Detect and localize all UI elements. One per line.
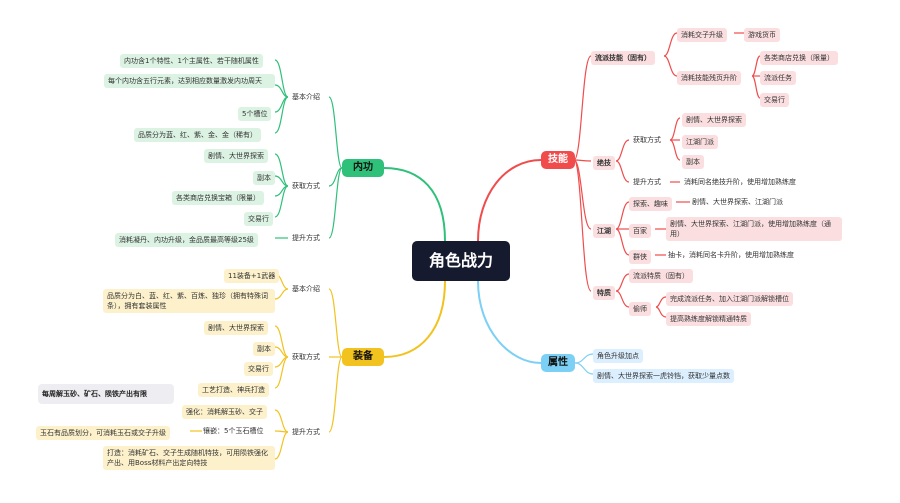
neigong-upgrade-label[interactable]: 提升方式 [292, 234, 320, 242]
neigong-basic-item-4[interactable]: 品质分为蓝、红、紫、金、金（稀有） [134, 128, 261, 142]
jineng-liupai-b[interactable]: 消耗技能残页升阶 [677, 71, 741, 85]
neigong-basic-label[interactable]: 基本介绍 [292, 93, 320, 101]
zhuangbei-basic-item-2[interactable]: 品质分为白、蓝、红、紫、百炼、独珍（拥有特殊词条），拥有套装属性 [103, 289, 275, 313]
weekly-output-note[interactable]: 每周解玉砂、矿石、陨铁产出有限 [38, 384, 174, 404]
jineng-jh-b1[interactable]: 剧情、大世界探索、江湖门派，使用增加熟练度（通用） [666, 217, 842, 241]
jineng-jh-c[interactable]: 群侠 [629, 250, 651, 264]
branch-shuxing[interactable]: 属性 [541, 354, 575, 372]
jineng-liupai[interactable]: 流派技能（固有） [591, 51, 655, 65]
neigong-upgrade-item[interactable]: 消耗凝丹、内功升级，金品质最高等级25级 [115, 233, 258, 247]
zhuangbei-upgrade-item-2[interactable]: 镶嵌：5个玉石槽位 [203, 427, 264, 435]
jineng-liupai-a[interactable]: 消耗交子升级 [677, 28, 727, 42]
link-center-neigong [383, 167, 446, 242]
jineng-liupai-b1[interactable]: 各类商店兑换（限量） [760, 51, 838, 65]
link-center-jineng [477, 159, 542, 242]
neigong-basic-item-2[interactable]: 每个内功含五行元素，达到相应数量激发内功周天 [104, 74, 275, 88]
jineng-jh-a1[interactable]: 剧情、大世界探索、江湖门派 [692, 198, 783, 206]
jineng-tx-a[interactable]: 流派特质（固有） [629, 269, 693, 283]
jineng-jh-b[interactable]: 百家 [629, 224, 651, 238]
neigong-basic-item-1[interactable]: 内功含1个特性、1个主属性、若干随机属性 [120, 54, 263, 68]
jineng-jianghu[interactable]: 江湖 [593, 224, 615, 238]
neigong-obtain-label[interactable]: 获取方式 [292, 182, 320, 190]
jineng-liupai-b2[interactable]: 流派任务 [760, 71, 796, 85]
zhuangbei-inlay-note[interactable]: 玉石有品质划分，可消耗玉石或交子升级 [36, 426, 170, 440]
zhuangbei-obtain-item-4[interactable]: 工艺打造、神兵打造 [198, 383, 269, 397]
zhuangbei-upgrade-label[interactable]: 提升方式 [292, 428, 320, 436]
jineng-jh-c1[interactable]: 抽卡，消耗同名卡升阶，使用增加熟练度 [668, 251, 794, 259]
jineng-liupai-a1[interactable]: 游戏货币 [744, 28, 780, 42]
jineng-tx-b[interactable]: 偷师 [629, 302, 651, 316]
neigong-obtain-item-4[interactable]: 交易行 [244, 212, 273, 226]
jineng-jueji-upgrade[interactable]: 提升方式 [633, 178, 661, 186]
jineng-jh-a[interactable]: 探索、趣味 [629, 197, 672, 211]
link-center-shuxing [477, 280, 542, 364]
zhuangbei-basic-label[interactable]: 基本介绍 [292, 285, 320, 293]
jineng-liupai-b3[interactable]: 交易行 [760, 93, 789, 107]
neigong-obtain-item-1[interactable]: 剧情、大世界探索 [204, 149, 268, 163]
zhuangbei-upgrade-item-1[interactable]: 强化：消耗解玉砂、交子 [182, 405, 267, 419]
jineng-tx-b1[interactable]: 完成流派任务、加入江湖门派解锁槽位 [666, 292, 793, 306]
branch-neigong[interactable]: 内功 [342, 159, 384, 177]
zhuangbei-basic-item-1[interactable]: 11装备+1武器 [224, 269, 280, 283]
zhuangbei-obtain-item-1[interactable]: 剧情、大世界探索 [204, 321, 268, 335]
jineng-jueji-obtain[interactable]: 获取方式 [633, 136, 661, 144]
zhuangbei-obtain-item-2[interactable]: 副本 [253, 342, 275, 356]
jineng-jueji-obtain-2[interactable]: 江湖门派 [682, 135, 718, 149]
root-node[interactable]: 角色战力 [412, 241, 510, 281]
zhuangbei-obtain-label[interactable]: 获取方式 [292, 353, 320, 361]
link-center-zhuangbei [383, 280, 446, 358]
branch-jineng[interactable]: 技能 [541, 151, 575, 169]
jineng-jueji[interactable]: 绝技 [593, 156, 615, 170]
jineng-jueji-upgrade-item[interactable]: 消耗同名绝技升阶，使用增加熟练度 [684, 178, 796, 186]
jineng-texing[interactable]: 特质 [593, 286, 615, 300]
jineng-jueji-obtain-1[interactable]: 剧情、大世界探索 [682, 113, 746, 127]
jineng-jueji-obtain-3[interactable]: 副本 [682, 155, 704, 169]
neigong-obtain-item-3[interactable]: 各类商店兑换宝箱（限量） [172, 191, 264, 205]
neigong-basic-item-3[interactable]: 5个槽位 [238, 107, 272, 121]
shuxing-item-1[interactable]: 角色升级加点 [593, 349, 643, 363]
jineng-tx-b2[interactable]: 提高熟练度解锁精通特质 [666, 312, 751, 326]
branch-zhuangbei[interactable]: 装备 [342, 348, 384, 366]
zhuangbei-obtain-item-3[interactable]: 交易行 [244, 362, 273, 376]
neigong-obtain-item-2[interactable]: 副本 [253, 171, 275, 185]
zhuangbei-upgrade-item-3[interactable]: 打造：消耗矿石、交子生成随机特技，可用陨铁强化产出、用Boss材料产出定向特技 [103, 446, 275, 470]
shuxing-item-2[interactable]: 剧情、大世界探索一虎铃铛，获取少量点数 [593, 369, 734, 383]
